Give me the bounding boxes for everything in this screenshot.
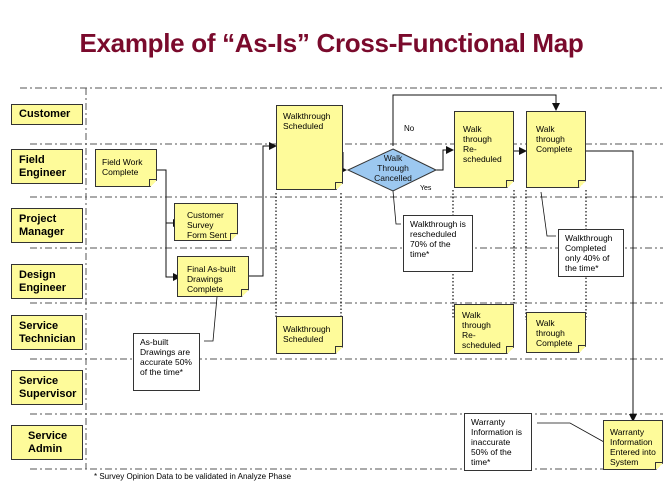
- lane-label: Service Supervisor: [19, 374, 77, 400]
- callout-leaders: [204, 190, 605, 443]
- page-curl-icon: [241, 289, 249, 297]
- page-curl-icon: [149, 179, 157, 187]
- step-label: Field Work Complete: [102, 157, 143, 177]
- lane-label: Service Admin: [28, 429, 68, 455]
- decision-yes-label: Yes: [420, 185, 432, 192]
- decision-no-label: No: [404, 124, 415, 133]
- step-label: Walkthrough Scheduled: [283, 324, 331, 344]
- callout-walkthrough-completed-rate: Walkthrough Completed only 40% of the ti…: [558, 229, 624, 277]
- page-curl-icon: [578, 345, 586, 353]
- step-label: Walk through Complete: [536, 318, 573, 348]
- page-curl-icon: [335, 346, 343, 354]
- step-customer-survey-form-sent[interactable]: Customer Survey Form Sent: [174, 203, 238, 241]
- decision-text: Walk Through Cancelled: [374, 153, 412, 183]
- lane-project-manager: Project Manager: [11, 208, 83, 243]
- lane-customer: Customer: [11, 104, 83, 125]
- callout-text: Warranty Information is inaccurate 50% o…: [471, 417, 523, 467]
- step-walkthrough-complete-customer[interactable]: Walk through Complete: [526, 111, 586, 188]
- lane-dividers: [20, 87, 663, 470]
- lane-label: Service Technician: [19, 319, 76, 345]
- callout-text: As-built Drawings are accurate 50% of th…: [140, 337, 192, 377]
- step-label: Walk through Complete: [536, 124, 573, 154]
- step-walkthrough-complete-tech[interactable]: Walk through Complete: [526, 312, 586, 353]
- page-curl-icon: [506, 180, 514, 188]
- page-curl-icon: [578, 180, 586, 188]
- lane-service-admin: Service Admin: [11, 425, 83, 460]
- lane-label: Project Manager: [19, 212, 65, 238]
- lane-label: Design Engineer: [19, 268, 67, 294]
- step-walkthrough-rescheduled-tech[interactable]: Walk through Re-scheduled: [454, 304, 514, 354]
- lane-design-engineer: Design Engineer: [11, 264, 83, 299]
- step-field-work-complete[interactable]: Field Work Complete: [95, 149, 157, 187]
- step-label: Walkthrough Scheduled: [283, 111, 331, 131]
- page-curl-icon: [335, 182, 343, 190]
- callout-as-built-accuracy: As-built Drawings are accurate 50% of th…: [133, 333, 200, 391]
- page-curl-icon: [655, 462, 663, 470]
- lane-field-engineer: Field Engineer: [11, 149, 83, 184]
- callout-text: Walkthrough is rescheduled 70% of the ti…: [410, 219, 466, 259]
- page-title: Example of “As-Is” Cross-Functional Map: [79, 28, 584, 58]
- callout-warranty-inaccurate-rate: Warranty Information is inaccurate 50% o…: [464, 413, 532, 471]
- lane-label: Field Engineer: [19, 153, 67, 179]
- step-walkthrough-scheduled-customer[interactable]: Walkthrough Scheduled: [276, 105, 343, 190]
- lane-service-technician: Service Technician: [11, 315, 83, 350]
- step-label: Customer Survey Form Sent: [187, 210, 227, 240]
- lane-label: Customer: [19, 108, 71, 120]
- step-label: Final As-built Drawings Complete: [187, 264, 236, 294]
- step-walkthrough-rescheduled-customer[interactable]: Walk through Re-scheduled: [454, 111, 514, 188]
- callout-text: Walkthrough Completed only 40% of the ti…: [565, 233, 613, 273]
- lane-service-supervisor: Service Supervisor: [11, 370, 83, 405]
- page-curl-icon: [506, 346, 514, 354]
- step-label: Warranty Information Entered into System: [610, 427, 656, 467]
- step-walkthrough-scheduled-tech[interactable]: Walkthrough Scheduled: [276, 316, 343, 354]
- step-label: Walk through Re-scheduled: [463, 124, 502, 164]
- flow-connectors: [157, 94, 637, 422]
- step-label: Walk through Re-scheduled: [462, 310, 501, 350]
- decision-diamond: [346, 148, 438, 192]
- step-warranty-info-entered[interactable]: Warranty Information Entered into System: [603, 420, 663, 470]
- footnote: * Survey Opinion Data to be validated in…: [94, 472, 292, 481]
- page-curl-icon: [230, 233, 238, 241]
- step-final-as-built-drawings-complete[interactable]: Final As-built Drawings Complete: [177, 256, 249, 297]
- decision-label: Walk Through Cancelled: [363, 153, 423, 183]
- callout-walkthrough-rescheduled-rate: Walkthrough is rescheduled 70% of the ti…: [403, 215, 473, 272]
